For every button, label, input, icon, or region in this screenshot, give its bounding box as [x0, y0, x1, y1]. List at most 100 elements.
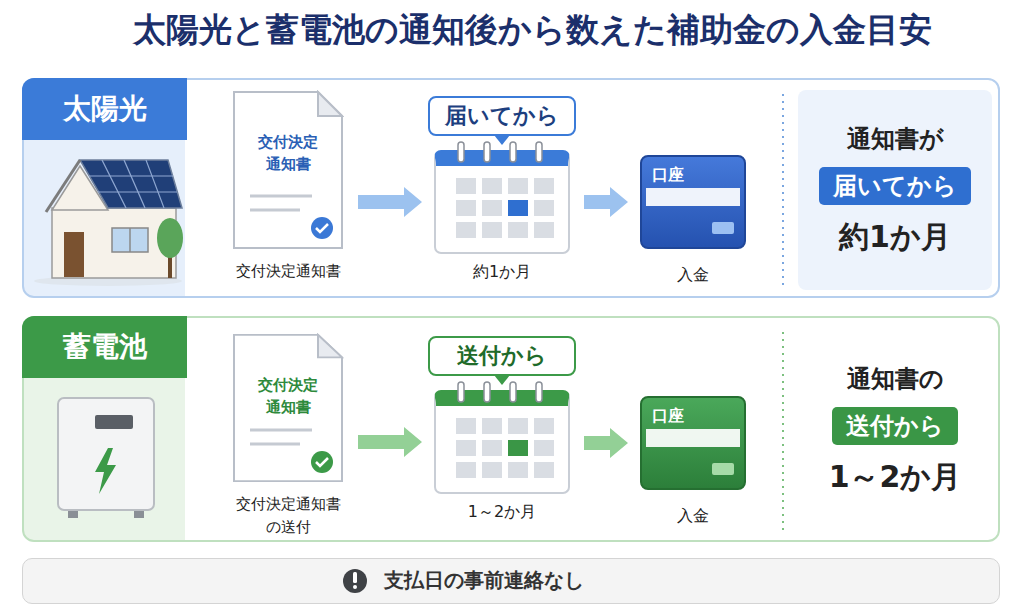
flow-arrow: [584, 187, 628, 217]
summary-lead: 通知書の: [847, 363, 944, 395]
card-chip: [712, 222, 734, 234]
calendar-ring: [510, 142, 516, 162]
card-chip: [712, 463, 734, 475]
calendar-ring: [458, 382, 464, 402]
calendar-day: [534, 178, 554, 194]
dotted-divider: [782, 332, 784, 534]
account-card: 口座入金: [640, 396, 746, 490]
calendar-ring: [536, 382, 542, 402]
card-label: 口座: [652, 406, 684, 427]
calendar-ring: [536, 142, 542, 162]
roof-edge: [46, 160, 80, 212]
calendar-day: [456, 462, 476, 478]
panel-grid: [146, 160, 164, 208]
step-caption: 入金: [622, 265, 764, 286]
calendar-box: 送付から1～2か月: [434, 390, 570, 494]
category-panel: 蓄電池交付決定 通知書交付決定通知書 の送付送付から1～2か月口座入金通知書の送…: [22, 316, 1000, 542]
note-banner: 支払日の事前連絡なし: [22, 558, 1000, 604]
calendar-day: [534, 462, 554, 478]
panel-grid: [124, 160, 145, 208]
check-mark: [316, 458, 328, 466]
calendar-day: [534, 440, 554, 456]
timing-bubble: 送付から: [428, 336, 576, 376]
flow-arrow: [358, 187, 422, 217]
panel-grid: [98, 191, 177, 192]
diagram-title: 太陽光と蓄電池の通知後から数えた補助金の入金目安: [0, 6, 1024, 54]
notice-document: 交付決定 通知書交付決定通知書 の送付: [232, 333, 344, 483]
window-frame: [129, 228, 131, 252]
calendar-day: [508, 462, 528, 478]
document-fold: [318, 92, 342, 116]
calendar-day: [456, 418, 476, 434]
duration-caption: 1～2か月: [426, 502, 578, 523]
calendar-ring: [458, 142, 464, 162]
check-badge: [311, 217, 333, 239]
calendar-day: [508, 178, 528, 194]
house-door: [64, 232, 84, 277]
summary-duration: 1～2か月: [829, 457, 962, 498]
calendar-day: [482, 222, 502, 238]
lightning-symbol: [95, 448, 116, 494]
document-outline-path: [234, 335, 342, 481]
calendar-day: [482, 462, 502, 478]
panel-tab-label: 太陽光: [22, 78, 187, 140]
card-label: 口座: [652, 165, 684, 186]
document-caption: 交付決定通知書: [228, 260, 348, 283]
calendar-day: [482, 418, 502, 434]
tree-trunk: [168, 250, 172, 278]
house-wall: [52, 208, 176, 278]
tree-crown: [157, 218, 183, 258]
summary-box: 通知書の送付から 1～2か月: [798, 330, 992, 530]
calendar-day: [534, 418, 554, 434]
duration-caption: 約1か月: [426, 262, 578, 283]
warning-icon: [343, 569, 367, 593]
warning-icon-bar: [353, 572, 357, 583]
calendar-day: [482, 200, 502, 216]
calendar-day: [508, 222, 528, 238]
document-title: 交付決定 通知書: [252, 375, 324, 419]
summary-highlight: 届いてから: [819, 167, 971, 205]
solar-roof: [80, 160, 182, 208]
calendar-ring: [510, 382, 516, 402]
summary-box: 通知書が届いてから約1か月: [798, 90, 992, 290]
house-window: [112, 228, 148, 252]
calendar-day: [456, 200, 476, 216]
flow-arrow: [584, 428, 628, 458]
check-mark: [316, 224, 328, 232]
panel-tab-label: 蓄電池: [22, 316, 187, 378]
battery-foot: [134, 508, 144, 518]
document-line: [250, 209, 300, 212]
calendar-day: [534, 200, 554, 216]
summary-duration: 約1か月: [839, 217, 951, 258]
panel-grid: [89, 175, 173, 176]
summary-highlight: 送付から: [832, 407, 958, 445]
calendar-day: [482, 440, 502, 456]
calendar-day: [456, 440, 476, 456]
battery-display: [95, 415, 133, 429]
document-outline-path: [234, 92, 342, 248]
timing-bubble: 届いてから: [428, 96, 576, 136]
document-caption: 交付決定通知書 の送付: [228, 493, 348, 538]
note-text: 支払日の事前連絡なし: [384, 559, 584, 602]
battery-body: [58, 398, 154, 510]
ground-shadow: [34, 276, 182, 286]
calendar-day: [456, 178, 476, 194]
document-fold: [318, 335, 342, 358]
panel-grid: [102, 160, 126, 208]
notice-document: 交付決定 通知書交付決定通知書: [232, 90, 344, 250]
calendar-day-highlight: [508, 440, 528, 456]
card-stripe: [646, 429, 740, 447]
calendar-ring: [484, 382, 490, 402]
document-line: [250, 443, 300, 446]
summary-lead: 通知書が: [847, 123, 944, 155]
document-title: 交付決定 通知書: [252, 132, 324, 176]
category-panel: 太陽光交付決定 通知書交付決定通知書届いてから約1か月口座入金通知書が届いてから…: [22, 78, 1000, 298]
account-card: 口座入金: [640, 155, 746, 249]
calendar-day: [534, 222, 554, 238]
document-line: [250, 195, 312, 198]
house-gable: [52, 166, 108, 210]
calendar-box: 届いてから約1か月: [434, 150, 570, 254]
card-stripe: [646, 188, 740, 206]
calendar-day: [508, 418, 528, 434]
